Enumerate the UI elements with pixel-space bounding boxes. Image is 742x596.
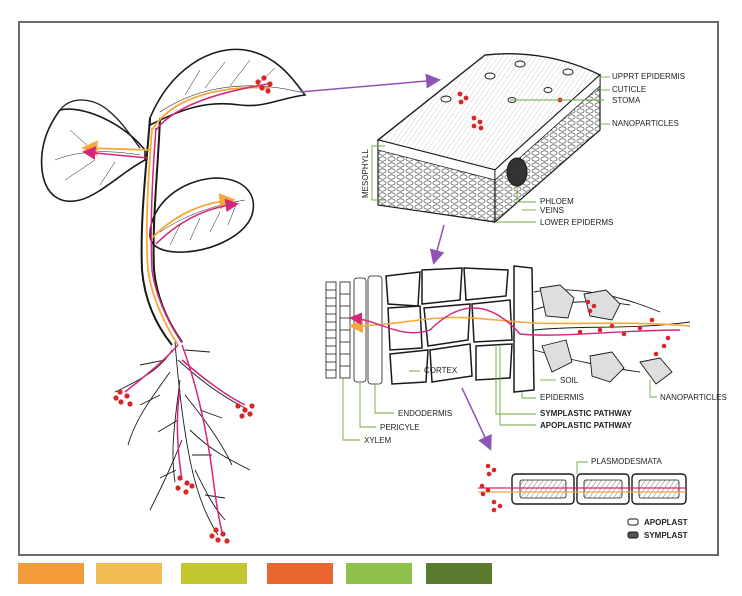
root-labels: CORTEX ENDODERMIS PERICYLE XYLEM SOIL EP…: [342, 345, 727, 445]
color-swatch-lime: [181, 563, 247, 584]
plant-illustration: [40, 48, 307, 544]
apoplast-swatch: [627, 518, 639, 526]
arrow-to-root-section: [429, 224, 445, 265]
symplast-swatch: [627, 531, 639, 539]
root-cross-section: [325, 265, 691, 393]
label-cortex: CORTEX: [424, 366, 458, 375]
label-nanoparticles-root: NANOPARTICLES: [660, 393, 727, 402]
label-stoma: STOMA: [612, 96, 641, 105]
color-swatch-red-orange: [267, 563, 333, 584]
label-endodermis: ENDODERMIS: [398, 409, 452, 418]
color-swatch-orange: [18, 563, 84, 584]
label-mesophyll: MESOPHYLL: [361, 149, 370, 198]
legend-symplast: SYMPLAST: [644, 531, 688, 540]
label-epidermis: EPIDERMIS: [540, 393, 584, 402]
leaf-labels: UPPRT EPIDERMIS CUTICLE STOMA NANOPARTIC…: [361, 72, 685, 227]
label-veins: VEINS: [540, 206, 564, 215]
label-lower-epidermis: LOWER EPIDERMS: [540, 218, 613, 227]
arrow-to-leaf-section: [299, 73, 441, 93]
arrow-to-plasmodesmata: [461, 387, 492, 451]
color-swatch-yellow: [96, 563, 162, 584]
label-symplastic-pathway: SYMPLASTIC PATHWAY: [540, 409, 633, 418]
label-nanoparticles-leaf: NANOPARTICLES: [612, 119, 679, 128]
label-apoplastic-pathway: APOPLASTIC PATHWAY: [540, 421, 633, 430]
color-swatch-dark-green: [426, 563, 492, 584]
label-soil: SOIL: [560, 376, 579, 385]
legend-apoplast: APOPLAST: [644, 518, 688, 527]
label-pericycle: PERICYLE: [380, 423, 420, 432]
leaf-cross-section: [376, 53, 602, 224]
label-cuticle: CUTICLE: [612, 85, 646, 94]
legend: APOPLAST SYMPLAST: [627, 518, 688, 540]
label-plasmodesmata: PLASMODESMATA: [591, 457, 662, 466]
label-xylem: XYLEM: [364, 436, 391, 445]
plasmodesmata-cells: PLASMODESMATA: [478, 457, 687, 513]
label-upper-epidermis: UPPRT EPIDERMIS: [612, 72, 685, 81]
color-swatch-green: [346, 563, 412, 584]
label-phloem: PHLOEM: [540, 197, 574, 206]
